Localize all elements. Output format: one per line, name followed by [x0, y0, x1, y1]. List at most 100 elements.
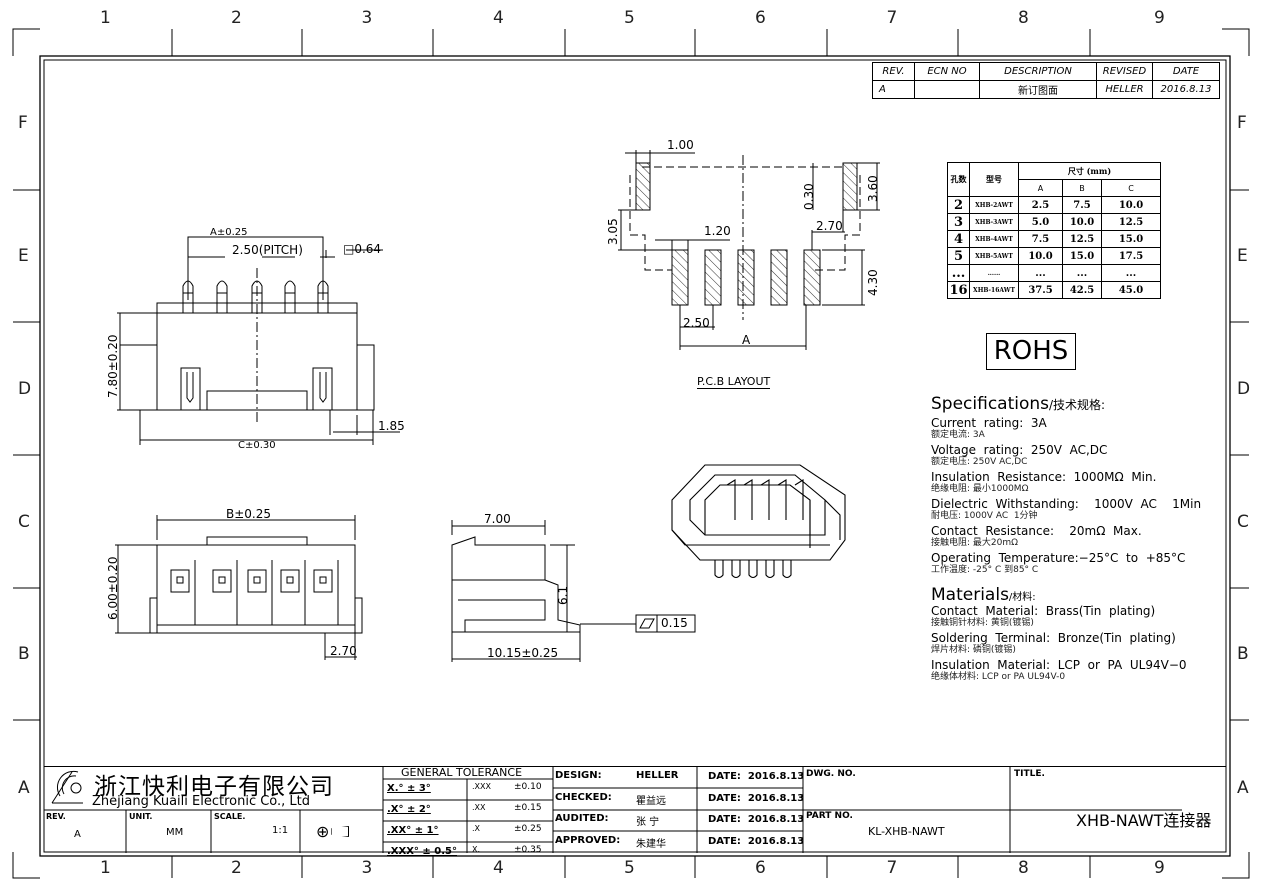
pcb-pad: [704, 249, 722, 306]
pins-cell: ...: [947, 264, 970, 282]
dim-c-cell: 45.0: [1101, 281, 1161, 299]
front-dim-pitch: 2.50(PITCH): [232, 243, 303, 257]
signoff-date: DATE: 2016.8.13: [708, 835, 805, 847]
signoff-label: AUDITED:: [555, 813, 609, 824]
company-logo: [50, 770, 84, 804]
rev-header: REV.: [872, 62, 915, 81]
drawing-title: XHB-NAWT连接器: [1076, 811, 1212, 830]
linear-tolerance: ±0.25: [514, 824, 542, 834]
materials-item: Soldering Terminal: Bronze(Tin plating)焊…: [931, 632, 1201, 656]
zone-column-top: 7: [886, 8, 898, 28]
signoff-name: 瞿益远: [636, 795, 666, 807]
zone-column-top: 4: [493, 8, 504, 28]
pins-cell: 2: [947, 196, 970, 214]
model-cell: XHB-2AWT: [969, 196, 1019, 214]
dim-a-cell: ...: [1018, 264, 1063, 282]
zone-row-left: D: [18, 378, 32, 399]
dim-a-cell: 37.5: [1018, 281, 1063, 299]
zone-column-top: 6: [755, 8, 766, 28]
front-dim-pin: □0.64: [343, 242, 382, 256]
part-no-value: KL-XHB-NAWT: [868, 825, 945, 838]
pcb-layout-title: P.C.B LAYOUT: [697, 375, 771, 389]
front-view: [117, 236, 400, 445]
size-table-row: ..................: [947, 264, 1161, 282]
zone-column-top: 8: [1018, 8, 1029, 28]
zone-row-left: B: [18, 644, 30, 664]
zone-column-bottom: 7: [886, 858, 898, 878]
item-en: Contact Resistance: 20mΩ Max.: [931, 524, 1142, 538]
part-no-label: PART NO.: [806, 811, 853, 821]
pcb-peg-pad: [842, 162, 858, 211]
zone-row-left: E: [18, 246, 29, 266]
model-cell: XHB-5AWT: [969, 247, 1019, 265]
size-header: 尺寸 (mm): [1018, 162, 1161, 180]
zone-row-right: A: [1237, 778, 1249, 798]
zone-row-right: B: [1237, 644, 1249, 664]
bottom-dim-height: 6.00±0.20: [106, 556, 120, 621]
rev-label: REV.: [46, 812, 66, 821]
pins-header: 孔数: [947, 162, 970, 197]
dim-c-cell: ...: [1101, 264, 1161, 282]
title-block: 浙江快利电子有限公司 Zhejiang Kuaili Electronic Co…: [44, 766, 1226, 857]
pcb-dim-3: 2.70: [816, 219, 843, 233]
specifications-item: Insulation Resistance: 1000MΩ Min.绝缘电阻: …: [931, 471, 1201, 495]
zone-column-top: 9: [1154, 8, 1165, 28]
date-value: 2016.8.13: [1152, 80, 1220, 99]
pcb-pad: [737, 249, 755, 306]
pcb-dim-5: 3.60: [866, 175, 880, 202]
zone-row-right: C: [1237, 511, 1249, 532]
model-cell: XHB-16AWT: [969, 281, 1019, 299]
dim-b-cell: 42.5: [1062, 281, 1102, 299]
dwg-no-label: DWG. NO.: [806, 769, 856, 779]
materials-title-cn: /材料:: [1008, 592, 1036, 603]
linear-precision: .XX: [472, 803, 486, 812]
pcb-dim-7: 4.30: [866, 269, 880, 296]
side-dim-height: 6.1: [556, 585, 570, 605]
front-dim-ear: 1.85: [378, 419, 405, 433]
pcb-dim-2: 1.20: [704, 224, 731, 238]
side-dim-length: 10.15±0.25: [487, 646, 559, 660]
linear-tolerance: ±0.15: [514, 803, 542, 813]
dim-b-cell: 12.5: [1062, 230, 1102, 248]
pins-cell: 3: [947, 213, 970, 231]
dim-c-cell: 17.5: [1101, 247, 1161, 265]
dim-b-cell: 15.0: [1062, 247, 1102, 265]
dim-c-cell: 12.5: [1101, 213, 1161, 231]
zone-row-right: F: [1237, 113, 1247, 133]
pin: [284, 280, 296, 313]
item-cn: 额定电压: 250V AC,DC: [931, 457, 1028, 467]
company-name-en: Zhejiang Kuaili Electronic Co., Ltd: [92, 794, 311, 809]
revision-table: REV. ECN NO DESCRIPTION REVISED DATE A 新…: [872, 62, 1220, 99]
date-header: DATE: [1152, 62, 1220, 81]
specifications-title: Specifications: [931, 394, 1050, 414]
signoff-label: DESIGN:: [555, 770, 602, 781]
description-header: DESCRIPTION: [979, 62, 1097, 81]
zone-row-left: A: [18, 778, 30, 798]
zone-column-bottom: 5: [624, 858, 635, 878]
zone-row-left: C: [18, 511, 30, 532]
pcb-peg-pad: [635, 162, 651, 211]
item-cn: 接触铜针材料: 黄铜(镀锡): [931, 618, 1034, 628]
zone-column-bottom: 4: [493, 858, 504, 878]
zone-column-bottom: 2: [231, 858, 242, 878]
item-en: Dielectric Withstanding: 1000V AC 1Min: [931, 497, 1202, 511]
side-dim-top: 7.00: [484, 512, 511, 526]
zone-column-top: 5: [624, 8, 635, 28]
item-en: Current rating: 3A: [931, 416, 1047, 430]
zone-column-bottom: 9: [1154, 858, 1165, 878]
pins-cell: 5: [947, 247, 970, 265]
item-cn: 接触电阻: 最大20mΩ: [931, 538, 1018, 548]
front-dim-a: A±0.25: [210, 227, 248, 238]
dim-c-cell: 15.0: [1101, 230, 1161, 248]
angle-tolerance: .X° ± 2°: [387, 804, 431, 815]
pcb-dim-9: A: [742, 333, 751, 347]
linear-precision: X.: [472, 845, 481, 854]
dim-a-cell: 5.0: [1018, 213, 1063, 231]
